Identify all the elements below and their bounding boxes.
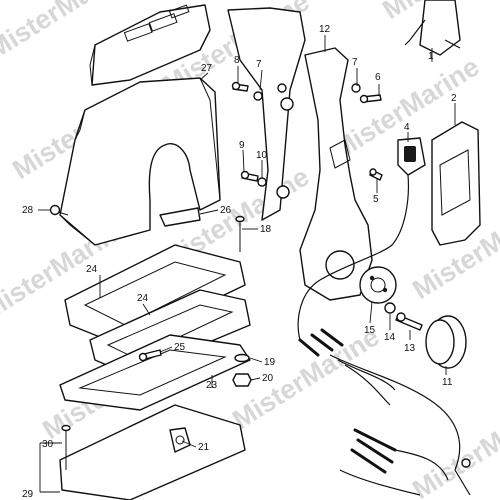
trim-switch [397, 137, 426, 176]
mounting-base [59, 404, 246, 500]
callout-25: 25 [174, 342, 186, 353]
friction-plate [359, 266, 397, 304]
screw-8 [231, 81, 249, 92]
control-lever-bracket [227, 7, 306, 221]
base-plate-lower [59, 334, 251, 411]
screw-30 [61, 424, 71, 470]
callout-5: 5 [373, 194, 379, 205]
screw-25 [138, 349, 162, 362]
screw-18 [235, 215, 245, 252]
callout-8: 8 [234, 55, 240, 66]
callout-26: 26 [220, 205, 232, 216]
callout-7-left: 7 [256, 59, 262, 70]
washer-10 [257, 177, 267, 187]
switch-top-right [404, 0, 461, 56]
bolt-13 [395, 312, 423, 331]
callout-14: 14 [384, 332, 396, 343]
screw-5 [369, 168, 383, 181]
callout-11: 11 [442, 377, 453, 388]
callout-1: 1 [428, 51, 434, 62]
callout-24-upper: 24 [86, 264, 98, 275]
top-cover-lid [89, 4, 211, 86]
callout-20: 20 [262, 373, 274, 384]
callout-6: 6 [375, 72, 381, 83]
callout-12: 12 [319, 24, 331, 35]
callout-4: 4 [404, 122, 410, 133]
callout-24-lower: 24 [137, 293, 149, 304]
callout-15: 15 [364, 325, 376, 336]
callout-28: 28 [22, 205, 34, 216]
base-plate-upper [64, 244, 246, 346]
leader-lines [38, 35, 456, 493]
wiring-harness [297, 174, 471, 496]
knob-cap [425, 315, 467, 369]
grip-handle [431, 121, 481, 246]
callout-9: 9 [239, 140, 245, 151]
main-cover-housing [59, 77, 221, 246]
callout-2: 2 [451, 93, 457, 104]
washer-7-right [351, 83, 361, 93]
callout-7-right: 7 [352, 57, 358, 68]
washer-19 [234, 353, 250, 363]
callout-13: 13 [404, 343, 416, 354]
nut-20 [232, 373, 252, 387]
callout-19: 19 [264, 357, 276, 368]
watermark-12: MisterMarine [407, 391, 500, 500]
screw-28 [49, 204, 69, 216]
callout-23: 23 [206, 380, 218, 391]
callout-27: 27 [201, 63, 213, 74]
clip-26 [159, 207, 201, 227]
callout-18: 18 [260, 224, 272, 235]
screw-9 [240, 170, 259, 182]
washer-7-left [253, 91, 263, 101]
callout-29: 29 [22, 489, 34, 500]
screw-6 [359, 94, 382, 104]
callout-21: 21 [198, 442, 210, 453]
control-handle-arm [299, 47, 373, 301]
washer-14 [384, 302, 396, 314]
callout-10: 10 [256, 150, 268, 161]
callout-labels: 1 2 4 5 6 7 7 8 9 10 11 12 13 14 15 18 1… [22, 24, 457, 500]
callout-30: 30 [42, 439, 54, 450]
